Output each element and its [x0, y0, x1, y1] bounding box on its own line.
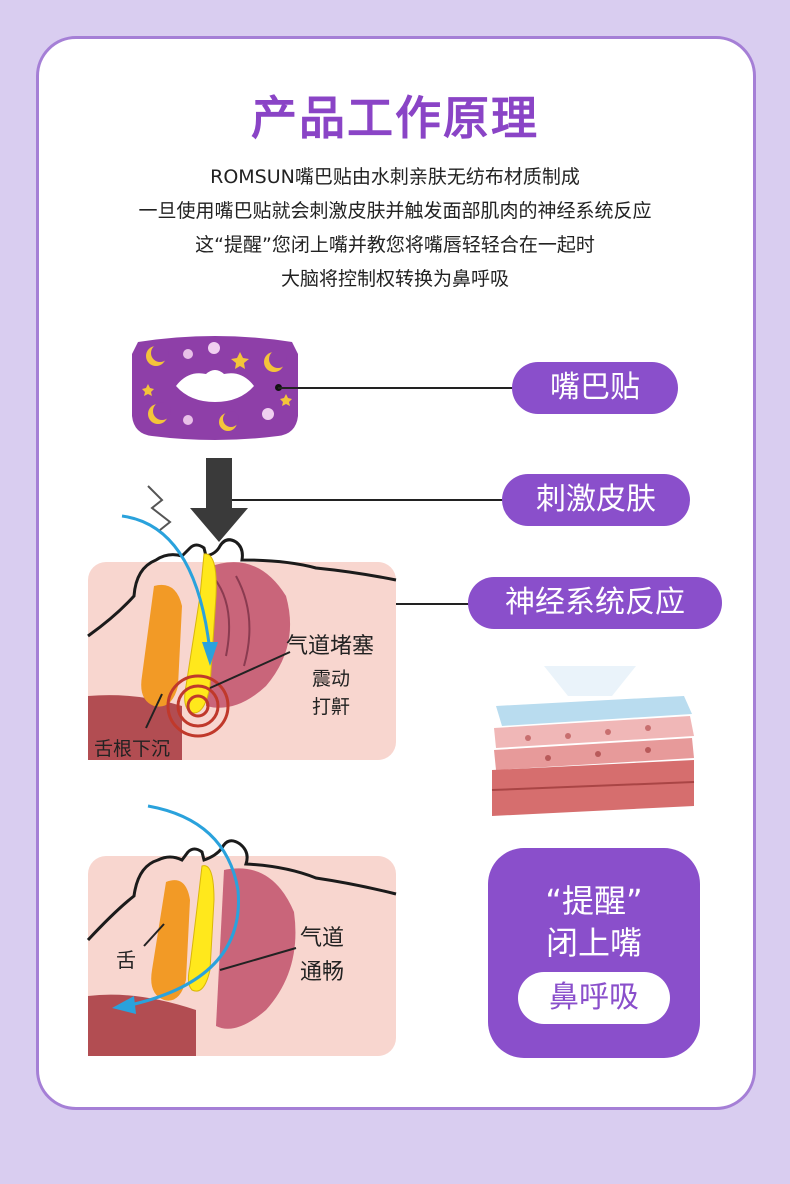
page-title: 产品工作原理 [251, 91, 539, 145]
open-airway-label-1: 气道 [300, 926, 345, 951]
tongue-sink-label: 舌根下沉 [94, 738, 171, 760]
skin-layers-illustration [491, 666, 695, 816]
patch-pointer-line [278, 387, 514, 389]
description-line-3: 这“提醒”您闭上嘴并教您将嘴唇轻轻合在一起时 [195, 234, 595, 256]
description-line-1: ROMSUN嘴巴贴由水刺亲肤无纺布材质制成 [210, 166, 580, 188]
remind-line-1: “提醒” [545, 882, 643, 920]
open-airway-label-2: 通畅 [300, 960, 345, 985]
description-line-2: 一旦使用嘴巴贴就会刺激皮肤并触发面部肌肉的神经系统反应 [138, 200, 652, 222]
blocked-airway-label: 气道堵塞 [286, 634, 375, 659]
snore-label: 打鼾 [312, 696, 351, 718]
blocked-airway-diagram [87, 458, 397, 760]
open-airway-diagram [86, 804, 397, 1056]
patch-label: 嘴巴贴 [512, 362, 678, 414]
nerve-label: 神经系统反应 [468, 577, 722, 629]
description-line-4: 大脑将控制权转换为鼻呼吸 [280, 268, 509, 290]
description: ROMSUN嘴巴贴由水刺亲肤无纺布材质制成 一旦使用嘴巴贴就会刺激皮肤并触发面部… [0, 160, 790, 296]
remind-box: “提醒” 闭上嘴 鼻呼吸 [488, 848, 700, 1058]
mouth-patch-illustration [132, 336, 298, 440]
open-tongue-label: 舌 [116, 948, 136, 972]
stimulate-pointer-line [222, 499, 504, 501]
stimulate-label: 刺激皮肤 [502, 474, 690, 526]
remind-line-2: 闭上嘴 [545, 924, 642, 962]
nasal-breathing-badge: 鼻呼吸 [518, 972, 670, 1024]
vibrate-label: 震动 [312, 668, 351, 690]
